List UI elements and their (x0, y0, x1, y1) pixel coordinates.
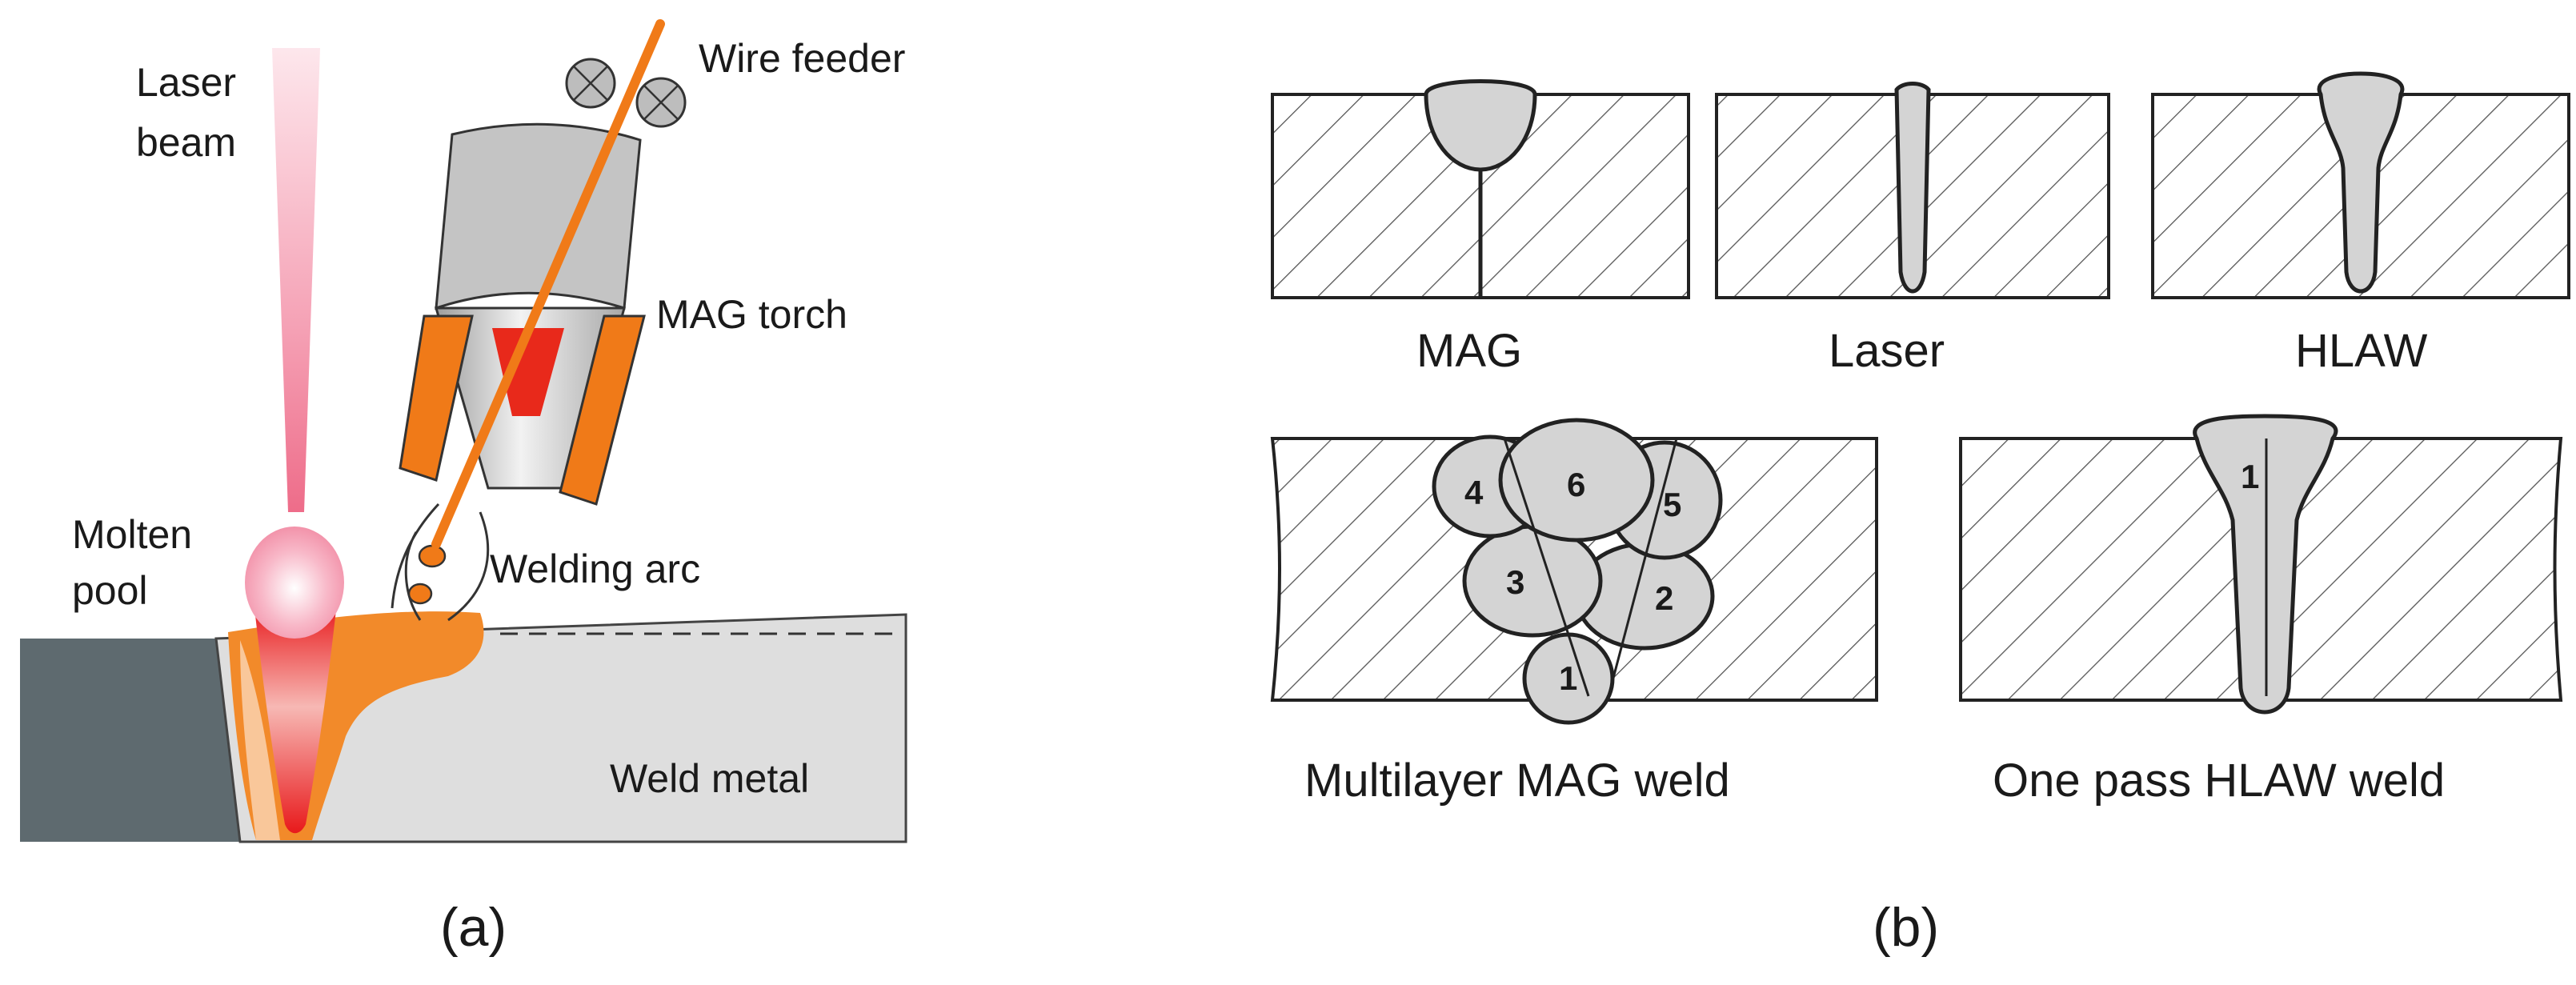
label-laser-beam-1: Laser (136, 60, 236, 105)
panel-b-weld-cross-sections: MAG Laser HLAW 1 2 3 4 5 6 1 (1270, 71, 2570, 958)
label-multilayer-mag-weld: Multilayer MAG weld (1304, 755, 1730, 807)
laser-plume (245, 527, 344, 639)
section-mag (1271, 79, 1690, 299)
panel-a-hybrid-process-schematic: Laser beam Wire feeder MAG torch Molten … (20, 19, 907, 958)
label-laser-beam-2: beam (136, 120, 236, 165)
section-one-pass-hlaw: 1 (1959, 414, 2563, 715)
laser-beam (272, 48, 320, 512)
shroud-right (559, 314, 646, 506)
label-molten-pool-1: Molten (72, 512, 192, 557)
pass-3 (1462, 524, 1603, 638)
label-welding-arc: Welding arc (490, 547, 700, 591)
pass-number-1: 1 (1559, 659, 1577, 697)
fusion-zone-light-orange (240, 640, 280, 840)
bead-mag (1424, 79, 1537, 172)
contact-tip-red (492, 328, 564, 416)
groove-line-right (1607, 438, 1678, 697)
section-hlaw (2151, 71, 2570, 299)
section-multilayer-mag: 1 2 3 4 5 6 (1270, 418, 1878, 725)
pass-number-2: 2 (1655, 579, 1673, 617)
welding-arc-outline (391, 503, 490, 622)
mag-torch (399, 19, 665, 549)
keyhole (254, 603, 336, 834)
label-molten-pool-2: pool (72, 568, 148, 613)
label-laser: Laser (1829, 325, 1945, 377)
pass-number-4: 4 (1464, 474, 1484, 511)
label-mag-torch: MAG torch (656, 292, 847, 337)
pass-number-3: 3 (1506, 563, 1524, 601)
roller-left-cross (572, 65, 609, 102)
pass-6 (1498, 418, 1655, 543)
label-wire-feeder: Wire feeder (699, 36, 905, 81)
section-laser (1715, 82, 2110, 299)
label-weld-metal: Weld metal (610, 756, 809, 801)
caption-b: (b) (1873, 897, 1939, 958)
groove-line-left (1503, 438, 1590, 697)
wire-feeder-rollers (565, 58, 687, 128)
label-hlaw: HLAW (2295, 325, 2428, 377)
droplet (407, 583, 433, 605)
pass-number-6: 6 (1567, 466, 1585, 503)
bead-hlaw (2317, 71, 2405, 294)
droplet (418, 544, 447, 568)
base-metal-left (20, 639, 244, 842)
label-mag: MAG (1416, 325, 1522, 377)
filler-wire (431, 19, 665, 549)
caption-a: (a) (440, 897, 507, 958)
bead-laser (1894, 82, 1931, 294)
roller-right-cross (643, 84, 679, 121)
label-one-pass-hlaw-weld: One pass HLAW weld (1993, 755, 2445, 807)
shroud-left (399, 314, 474, 482)
pass-number-5: 5 (1663, 486, 1681, 523)
one-pass-number: 1 (2241, 458, 2259, 495)
